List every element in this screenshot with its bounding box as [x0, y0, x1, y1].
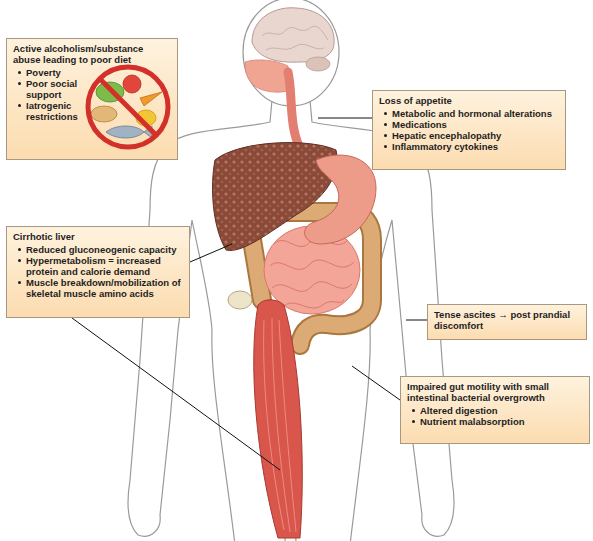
bullet-item: Iatrogenic restrictions	[18, 100, 94, 122]
bullet-text: Reduced gluconeogenic capacity	[26, 244, 176, 255]
femur-head	[228, 291, 252, 309]
bullet-item: Hypermetabolism = increased protein and …	[18, 255, 184, 277]
bullet-text: Metabolic and hormonal alterations	[392, 108, 552, 119]
bullet-dot	[18, 82, 21, 85]
bullet-text: Iatrogenic restrictions	[26, 100, 94, 122]
bullet-text: Medications	[392, 119, 447, 130]
callout-heading: Tense ascites → post prandial discomfort	[434, 309, 581, 331]
cerebellum	[306, 57, 330, 71]
bullet-text: Hepatic encephalopathy	[392, 130, 501, 141]
nasal-cavity	[245, 60, 290, 92]
prohibition-slash	[100, 79, 156, 135]
bullet-text: Poor social support	[26, 78, 94, 100]
bullet-item: Poverty	[18, 67, 94, 78]
brain	[252, 8, 334, 62]
bullet-item: Altered digestion	[412, 405, 584, 416]
bullet-item: Medications	[384, 119, 560, 130]
stomach	[305, 155, 376, 244]
carrot	[140, 92, 162, 106]
bullet-text: Nutrient malabsorption	[420, 416, 525, 427]
callout-box: Impaired gut motility with small intesti…	[400, 376, 590, 444]
pepper	[136, 110, 156, 126]
muscle-fibers	[264, 318, 296, 532]
leader-line	[352, 366, 400, 400]
bullet-dot	[412, 409, 415, 412]
callout-box: Active alcoholism/substance abuse leadin…	[6, 38, 178, 160]
leader-line	[318, 118, 372, 119]
bullet-item: Nutrient malabsorption	[412, 416, 584, 427]
leader-line	[406, 320, 427, 321]
tomato	[123, 75, 141, 93]
thigh-muscle	[254, 300, 303, 538]
bullet-item: Reduced gluconeogenic capacity	[18, 244, 184, 255]
bullet-dot	[412, 420, 415, 423]
intestine-loops	[270, 239, 354, 308]
bullet-item: Metabolic and hormonal alterations	[384, 108, 560, 119]
bullet-dot	[384, 134, 387, 137]
callout-box: Loss of appetiteMetabolic and hormonal a…	[372, 90, 566, 170]
callout-box: Tense ascites → post prandial discomfort	[427, 304, 587, 340]
bullet-dot	[384, 112, 387, 115]
bullet-text: Hypermetabolism = increased protein and …	[26, 255, 184, 277]
bullet-item: Inflammatory cytokines	[384, 141, 560, 152]
callout-heading: Cirrhotic liver	[13, 231, 184, 242]
bullet-item: Muscle breakdown/mobilization of skeleta…	[18, 277, 184, 299]
bullet-item: Hepatic encephalopathy	[384, 130, 560, 141]
prohibition-circle	[88, 67, 168, 147]
callout-heading: Loss of appetite	[379, 95, 560, 106]
callout-heading: Active alcoholism/substance abuse leadin…	[13, 43, 172, 65]
bullet-dot	[18, 248, 21, 251]
callout-heading: Impaired gut motility with small intesti…	[407, 381, 584, 403]
leader-line	[190, 244, 232, 262]
bullet-text: Muscle breakdown/mobilization of skeleta…	[26, 277, 184, 299]
bullet-item: Poor social support	[18, 78, 94, 100]
leader-line	[72, 318, 280, 470]
bullet-dot	[18, 71, 21, 74]
bullet-dot	[384, 145, 387, 148]
bullet-dot	[18, 104, 21, 107]
bullet-text: Inflammatory cytokines	[392, 141, 498, 152]
bullet-dot	[18, 259, 21, 262]
bullet-dot	[18, 281, 21, 284]
bullet-text: Poverty	[26, 67, 61, 78]
callout-box: Cirrhotic liverReduced gluconeogenic cap…	[6, 226, 190, 318]
brain-folds	[262, 26, 328, 50]
fish	[106, 126, 152, 138]
bullet-text: Altered digestion	[420, 405, 498, 416]
bread	[91, 106, 117, 122]
bullet-dot	[384, 123, 387, 126]
lettuce	[96, 82, 124, 102]
